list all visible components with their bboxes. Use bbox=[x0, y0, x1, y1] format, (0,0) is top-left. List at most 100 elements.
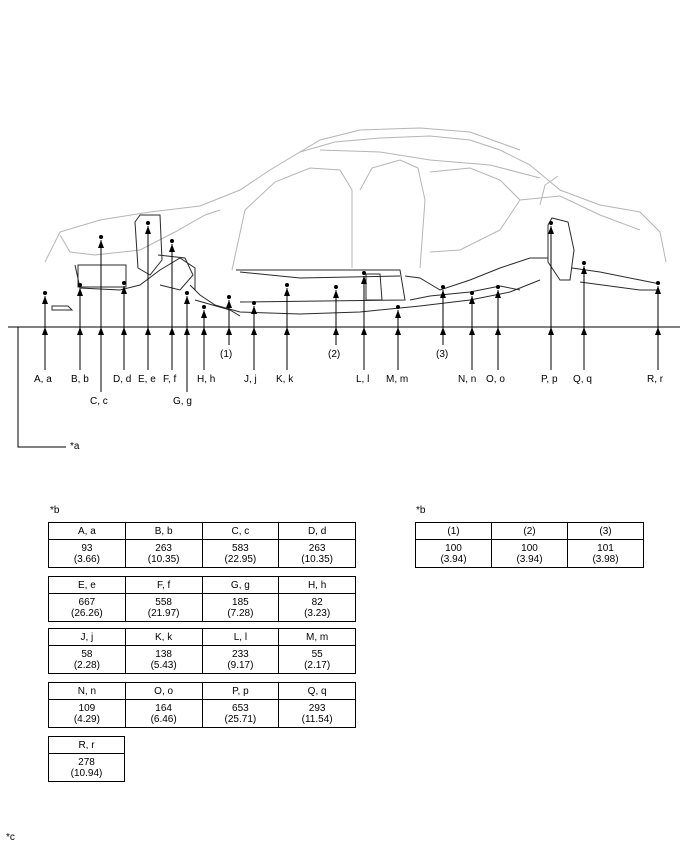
table-cell: 109(4.29) bbox=[48, 699, 126, 728]
table-cell: 100(3.94) bbox=[415, 539, 492, 568]
dimension-arrow-f bbox=[169, 239, 175, 370]
table-header: M, m bbox=[278, 628, 356, 646]
dimension-arrow-2 bbox=[333, 285, 339, 345]
table-header: (2) bbox=[491, 522, 568, 540]
table-cell: 558(21.97) bbox=[124, 593, 203, 622]
table-cell: 101(3.98) bbox=[567, 539, 644, 568]
callout-label-b: B, b bbox=[71, 374, 89, 385]
value-mm: 58 bbox=[81, 648, 93, 660]
table-cell: 58(2.28) bbox=[48, 645, 126, 674]
table-header: E, e bbox=[48, 576, 126, 594]
callout-label-h: H, h bbox=[197, 374, 216, 385]
dimension-arrow-l bbox=[361, 271, 367, 370]
table-cell: 100(3.94) bbox=[491, 539, 568, 568]
table-cell: 233(9.17) bbox=[201, 645, 280, 674]
value-in: (4.29) bbox=[73, 713, 100, 725]
callout-label-n: N, n bbox=[458, 374, 477, 385]
table-tag-left: *b bbox=[50, 505, 60, 516]
callout-label-g: G, g bbox=[173, 396, 192, 407]
callout-label-e: E, e bbox=[138, 374, 156, 385]
callout-label-p: P, p bbox=[541, 374, 558, 385]
value-in: (26.26) bbox=[71, 607, 103, 619]
callout-label-k: K, k bbox=[276, 374, 294, 385]
callout-label-m: M, m bbox=[386, 374, 409, 385]
value-in: (9.17) bbox=[227, 659, 254, 671]
table-header: J, j bbox=[48, 628, 126, 646]
callout-label-2: (2) bbox=[328, 349, 341, 360]
dimension-arrow-h bbox=[201, 305, 207, 370]
dimension-arrow-j bbox=[251, 301, 257, 370]
dimension-arrow-r bbox=[655, 281, 661, 370]
table-cell: 667(26.26) bbox=[48, 593, 126, 622]
value-in: (22.95) bbox=[224, 553, 257, 565]
table-header: R, r bbox=[48, 736, 125, 754]
table-header: G, g bbox=[201, 576, 280, 594]
dimension-arrow-n bbox=[469, 291, 475, 370]
dimension-arrow-o bbox=[495, 285, 501, 370]
table-header: B, b bbox=[124, 522, 203, 540]
value-mm: 278 bbox=[78, 756, 95, 768]
car-body-outline bbox=[44, 127, 667, 271]
value-in: (3.94) bbox=[516, 553, 543, 565]
dimension-arrow-3 bbox=[440, 285, 446, 345]
value-mm: 233 bbox=[232, 648, 249, 660]
table-cell: 263(10.35) bbox=[278, 539, 356, 568]
table-header: K, k bbox=[124, 628, 203, 646]
table-cell: 82(3.23) bbox=[278, 593, 356, 622]
value-in: (6.46) bbox=[150, 713, 177, 725]
dimension-arrow-k bbox=[284, 283, 290, 370]
value-in: (10.94) bbox=[70, 767, 103, 779]
table-header: F, f bbox=[124, 576, 203, 594]
value-in: (2.28) bbox=[73, 659, 100, 671]
callout-label-a: A, a bbox=[34, 374, 52, 385]
value-in: (5.43) bbox=[150, 659, 177, 671]
callout-label-c: C, c bbox=[90, 396, 108, 407]
dimension-arrow-p bbox=[548, 221, 554, 370]
table-cell: 185(7.28) bbox=[201, 593, 280, 622]
value-mm: 263 bbox=[308, 542, 326, 554]
table-header: N, n bbox=[48, 682, 126, 700]
value-in: (3.94) bbox=[440, 553, 467, 565]
value-mm: 82 bbox=[311, 596, 323, 608]
value-mm: 93 bbox=[81, 542, 93, 554]
value-in: (3.66) bbox=[73, 553, 100, 565]
value-mm: 164 bbox=[155, 702, 172, 714]
value-in: (2.17) bbox=[304, 659, 331, 671]
table-header: L, l bbox=[201, 628, 280, 646]
table-cell: 138(5.43) bbox=[124, 645, 203, 674]
value-in: (21.97) bbox=[147, 607, 180, 619]
value-in: (3.98) bbox=[592, 553, 619, 565]
callout-label-d: D, d bbox=[113, 374, 132, 385]
callout-label-1: (1) bbox=[220, 349, 233, 360]
callout-label-l: L, l bbox=[356, 374, 370, 385]
value-in: (11.54) bbox=[301, 713, 333, 725]
table-header: P, p bbox=[201, 682, 280, 700]
callout-label-o: O, o bbox=[486, 374, 505, 385]
underbody-dimension-diagram bbox=[8, 127, 680, 448]
callout-label-r: R, r bbox=[647, 374, 664, 385]
value-mm: 185 bbox=[232, 596, 249, 608]
table-header: (1) bbox=[415, 522, 492, 540]
value-mm: 558 bbox=[155, 596, 172, 608]
footer-tag: *c bbox=[6, 832, 15, 843]
table-tag-right: *b bbox=[416, 505, 426, 516]
dimension-arrow-m bbox=[395, 305, 401, 370]
table-header: A, a bbox=[48, 522, 126, 540]
table-cell: 293(11.54) bbox=[278, 699, 356, 728]
dimension-table-row-5: R, r 278(10.94) bbox=[48, 736, 125, 782]
value-mm: 109 bbox=[78, 702, 96, 714]
dimension-arrow-q bbox=[581, 261, 587, 370]
table-header: Q, q bbox=[278, 682, 356, 700]
dimension-arrow-d bbox=[121, 281, 127, 370]
dimension-table-points: (1)(2)(3) 100(3.94) 100(3.94) 101(3.98) bbox=[415, 522, 644, 568]
value-mm: 583 bbox=[232, 542, 249, 554]
callout-label-3: (3) bbox=[436, 349, 449, 360]
table-cell: 583(22.95) bbox=[201, 539, 280, 568]
table-header: H, h bbox=[278, 576, 356, 594]
value-mm: 263 bbox=[155, 542, 172, 554]
value-mm: 293 bbox=[308, 702, 326, 714]
